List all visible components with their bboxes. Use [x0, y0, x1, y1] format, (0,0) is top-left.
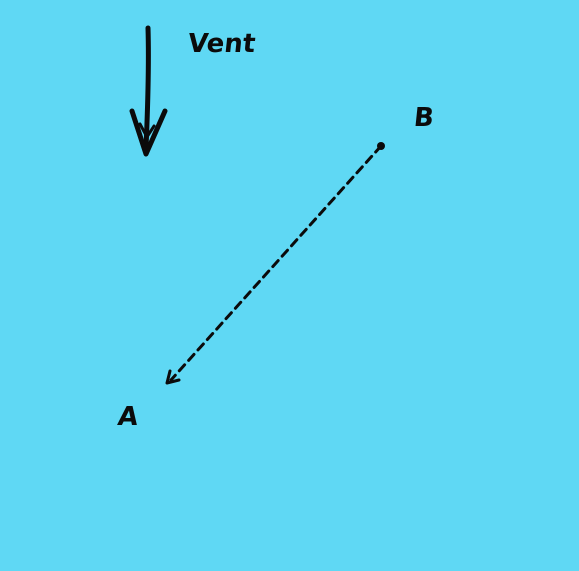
wind-label: Vent	[186, 29, 257, 59]
point-b-label: B	[412, 103, 436, 133]
b-to-a-arrowhead	[165, 369, 181, 385]
point-a-label: A	[115, 402, 141, 432]
wind-arrow-inner-notch	[138, 122, 156, 139]
wind-arrow-shaft	[143, 25, 151, 151]
wind-arrow-head	[129, 108, 168, 157]
b-to-a-dashed-path	[169, 144, 383, 382]
